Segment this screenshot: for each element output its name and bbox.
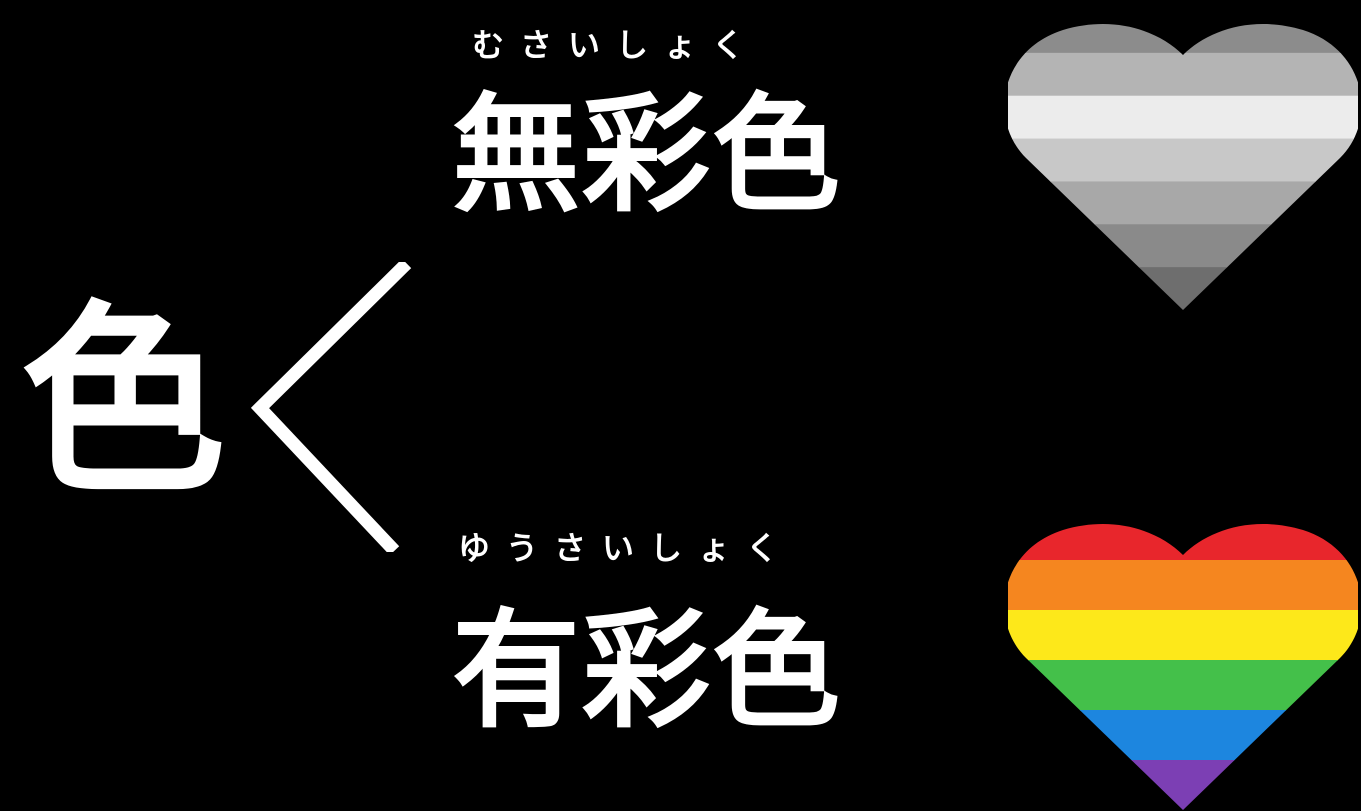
heart-stripe bbox=[1008, 95, 1358, 140]
heart-stripe bbox=[1008, 660, 1358, 711]
heart-stripe bbox=[1008, 24, 1358, 54]
achromatic-term: 無彩色 bbox=[452, 81, 843, 230]
heart-stripe bbox=[1008, 710, 1358, 761]
chromatic-reading: ゆうさいしょく bbox=[458, 529, 795, 567]
grayscale-striped-heart-icon bbox=[1008, 24, 1358, 310]
heart-stripe bbox=[1008, 224, 1358, 269]
rainbow-striped-heart-icon bbox=[1008, 524, 1358, 810]
achromatic-reading: むさいしょく bbox=[472, 26, 761, 64]
heart-stripe bbox=[1008, 138, 1358, 183]
heart-stripe bbox=[1008, 52, 1358, 97]
branch-bracket bbox=[250, 262, 412, 552]
heart-stripe bbox=[1008, 760, 1358, 810]
heart-stripe bbox=[1008, 560, 1358, 611]
chromatic-term: 有彩色 bbox=[452, 597, 843, 746]
heart-stripe bbox=[1008, 524, 1358, 561]
root-term-color: 色 bbox=[20, 284, 226, 522]
heart-stripe bbox=[1008, 267, 1358, 310]
heart-stripe bbox=[1008, 610, 1358, 661]
heart-stripe bbox=[1008, 181, 1358, 226]
